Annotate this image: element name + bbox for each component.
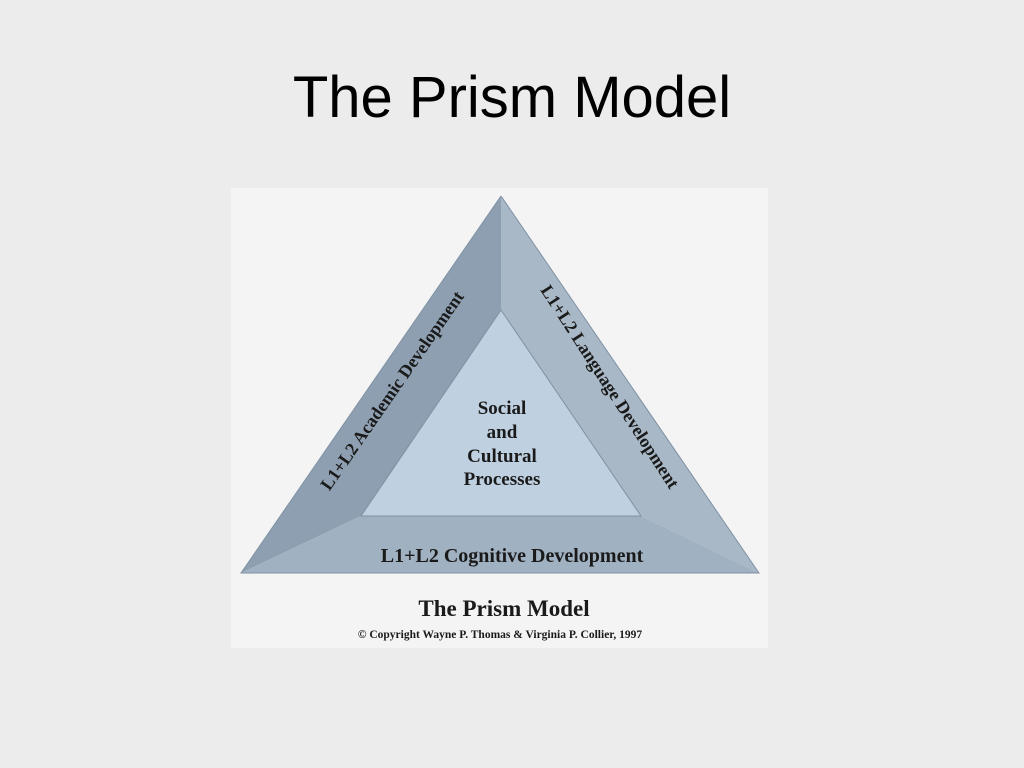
center-label-line-4: Processes (464, 469, 541, 490)
figure-caption-title: The Prism Model (418, 596, 589, 621)
prism-diagram: L1+L2 Academic Development L1+L2 Languag… (240, 195, 760, 641)
center-face (361, 310, 641, 516)
center-label-line-3: Cultural (467, 446, 537, 467)
prism-model-figure: L1+L2 Academic Development L1+L2 Languag… (231, 188, 768, 648)
bottom-side-label: L1+L2 Cognitive Development (381, 545, 644, 567)
bottom-face (241, 516, 759, 573)
slide-title: The Prism Model (292, 65, 732, 130)
inner-edge (360, 309, 642, 517)
figure-copyright: © Copyright Wayne P. Thomas & Virginia P… (358, 629, 642, 641)
center-label-line-1: Social (478, 398, 527, 419)
center-label-line-2: and (487, 422, 518, 443)
outer-edge (240, 195, 760, 574)
